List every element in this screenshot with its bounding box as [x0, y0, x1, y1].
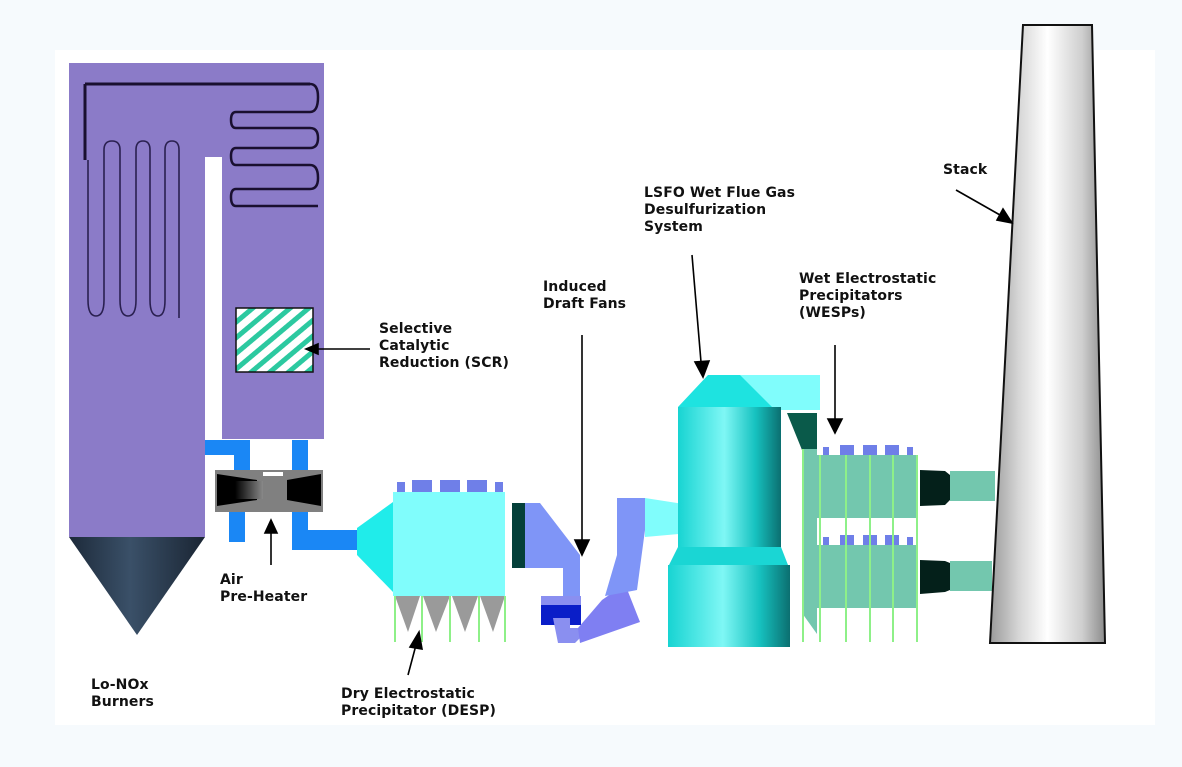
aph-arrowhead: [263, 518, 279, 534]
air-pre-heater: [215, 470, 323, 512]
desp-arrow: [407, 644, 417, 676]
label-wesps: Wet Electrostatic Precipitators (WESPs): [799, 271, 937, 321]
label-induced-draft-fans: Induced Draft Fans: [543, 279, 627, 312]
superheater-coil: [229, 82, 320, 208]
steam-header-line: [83, 82, 310, 160]
wesp-arrowhead: [826, 418, 844, 435]
wet-esps: [802, 445, 995, 642]
label-lo-nox-burners: Lo-NOx Burners: [91, 677, 154, 710]
desp-arrowhead: [408, 629, 423, 650]
label-fgd: LSFO Wet Flue Gas Desulfurization System: [644, 185, 796, 235]
scr-arrowhead: [303, 342, 319, 356]
boiler-gap: [205, 157, 222, 439]
label-stack: Stack: [943, 162, 988, 178]
stack: [988, 24, 1107, 644]
induced-draft-fans: [525, 498, 690, 643]
id-fan-arrowhead: [573, 539, 591, 557]
boiler-hopper: [69, 537, 205, 635]
boiler-backpass: [222, 157, 324, 439]
stack-arrow: [955, 189, 1001, 216]
label-air-pre-heater: Air Pre-Heater: [220, 572, 308, 605]
boiler: [69, 63, 324, 635]
stack-arrowhead: [995, 207, 1014, 225]
label-desp: Dry Electrostatic Precipitator (DESP): [341, 686, 497, 719]
fgd-arrow: [691, 254, 702, 363]
waterwall-tubes: [87, 140, 180, 318]
fgd-absorber: [668, 375, 820, 647]
callout-arrows: [263, 189, 1014, 676]
label-scr: Selective Catalytic Reduction (SCR): [379, 321, 509, 371]
dry-esp: [357, 480, 525, 642]
scr-catalyst: [235, 307, 314, 373]
fgd-arrowhead: [693, 360, 711, 379]
aph-ducts: [205, 440, 357, 550]
